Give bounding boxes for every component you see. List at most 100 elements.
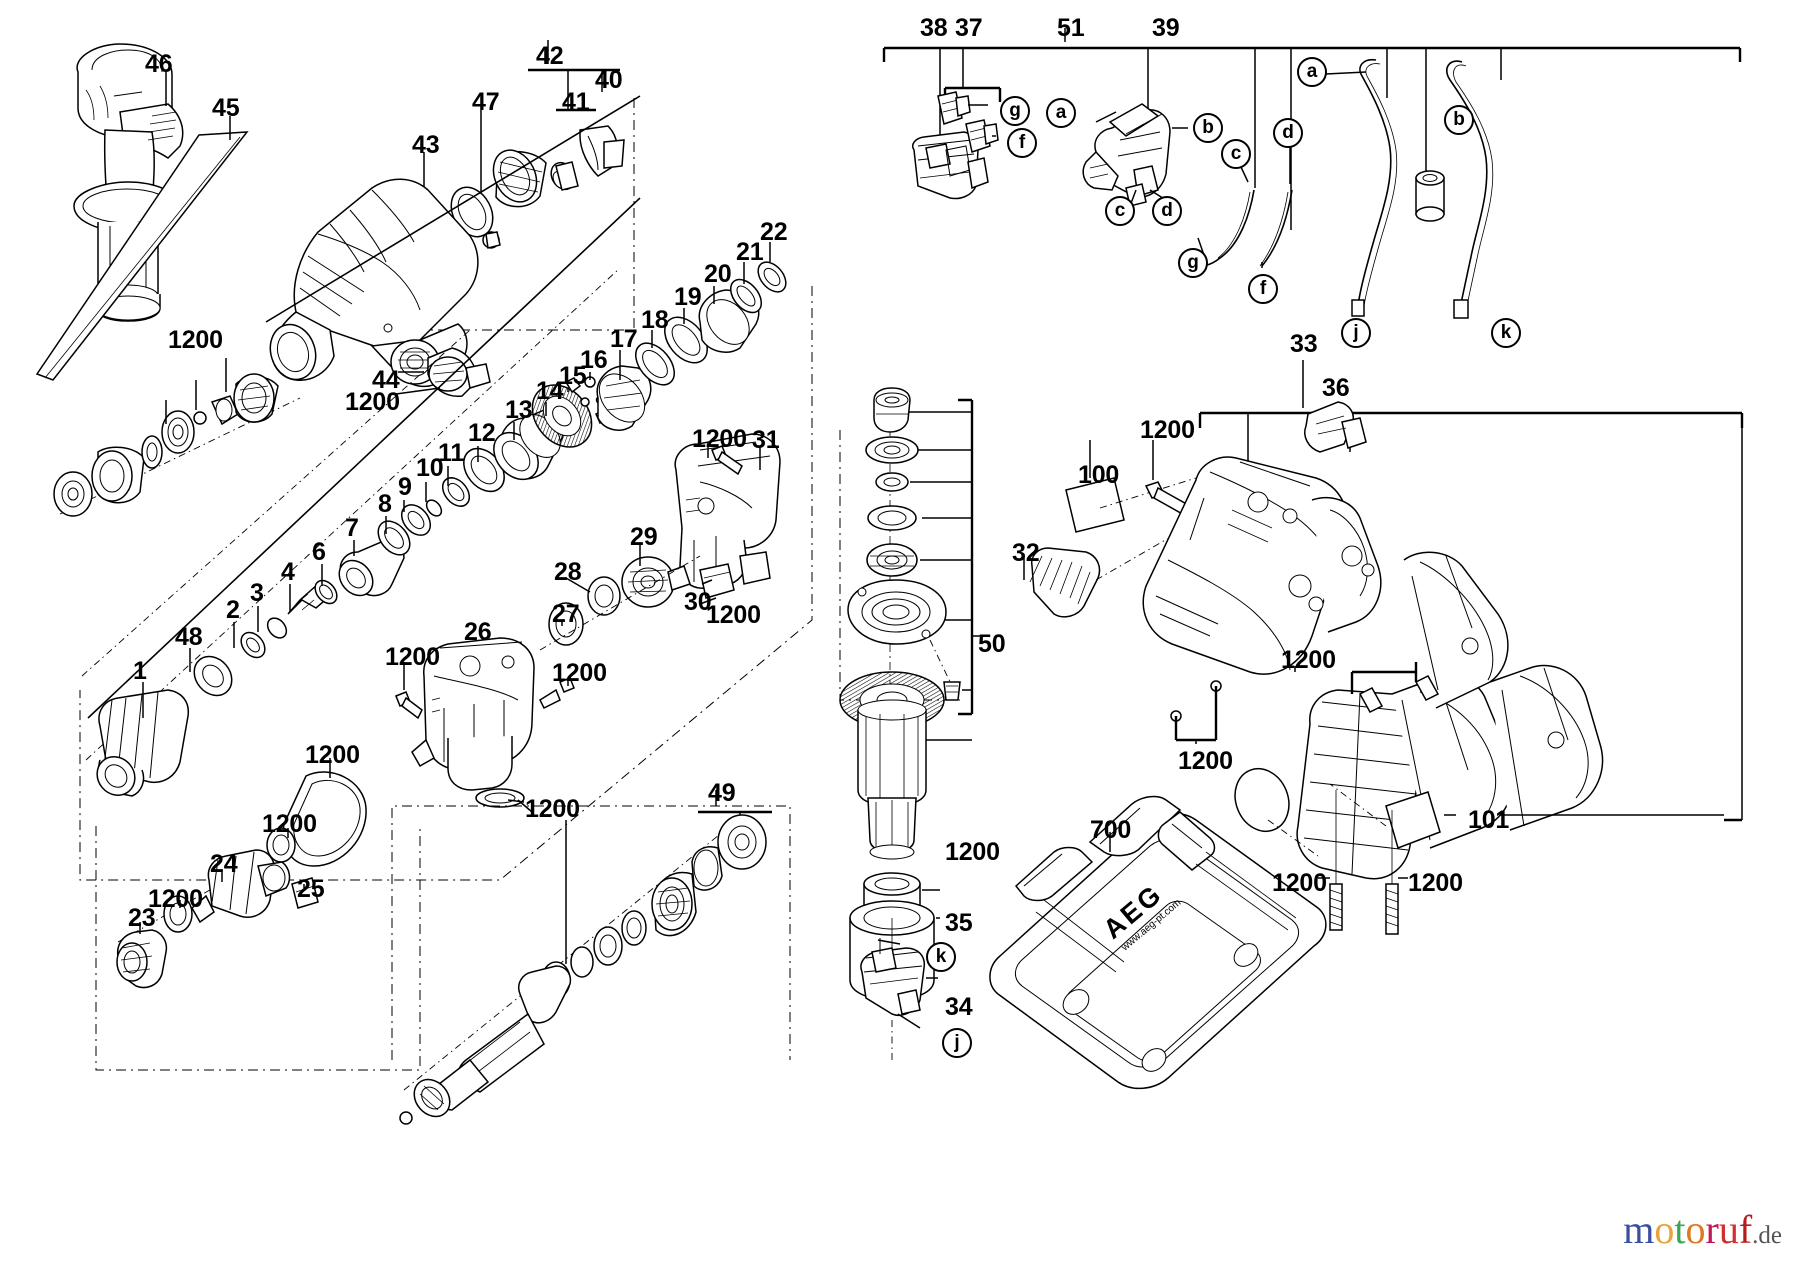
callout-35: 35 [945, 909, 973, 937]
part-3-ring [266, 617, 288, 639]
part-50-cap [873, 387, 911, 433]
part-seal-ring-101 [1234, 768, 1290, 832]
part-27-ring [548, 602, 584, 646]
part-44-knob [427, 347, 491, 397]
callout-45: 45 [212, 94, 240, 122]
letter-callout-a1: a [1046, 98, 1076, 128]
callout-24: 24 [210, 850, 238, 878]
callout-1200-o: 1200 [1408, 869, 1463, 897]
wire-b-long [1446, 60, 1494, 319]
callout-29: 29 [630, 523, 658, 551]
callout-18: 18 [641, 306, 669, 334]
callout-7: 7 [345, 514, 359, 542]
part-26-crank-housing [411, 637, 535, 808]
watermark-letter-o2: o [1685, 1207, 1706, 1252]
part-seal-f [233, 373, 279, 423]
part-1200-screws-26 [395, 677, 575, 720]
callout-3: 3 [250, 579, 264, 607]
callout-4: 4 [281, 558, 295, 586]
callout-33: 33 [1290, 330, 1318, 358]
callout-700: 700 [1090, 816, 1132, 844]
bracket-51 [882, 28, 1742, 62]
callout-1200-a: 1200 [168, 326, 223, 354]
part-40-clamp [579, 125, 625, 177]
part-18-ring [635, 342, 675, 386]
part-101-housing-half [1296, 551, 1604, 880]
letter-callout-f2: f [1248, 274, 1278, 304]
callout-1200-p: 1200 [945, 838, 1000, 866]
callout-25: 25 [297, 875, 325, 903]
part-101-label [1385, 791, 1441, 849]
callout-37: 37 [955, 14, 983, 42]
letter-callout-f1: f [1007, 128, 1037, 158]
part-700-case: AEG www.aeg-pt.com [989, 795, 1327, 1090]
part-1200-screws-housing [1170, 680, 1222, 742]
part-47-ring [450, 186, 494, 238]
group-1200-left [53, 358, 301, 517]
callout-15: 15 [559, 362, 587, 390]
part-1-piston [96, 689, 190, 797]
callout-1200-f: 1200 [552, 659, 607, 687]
part-1200-long-screws [1329, 790, 1399, 935]
callout-12: 12 [468, 419, 496, 447]
part-32-brush [1029, 547, 1101, 618]
callout-22: 22 [760, 218, 788, 246]
part-seal-b [91, 446, 145, 504]
part-2-ring [240, 631, 266, 659]
part-1200-pins [1350, 662, 1440, 713]
callout-9: 9 [398, 473, 412, 501]
callout-1200-g: 1200 [305, 741, 360, 769]
callout-1200-m: 1200 [1281, 646, 1336, 674]
part-50-washer-1 [875, 472, 909, 492]
part-28-ring [587, 576, 621, 616]
part-23-nut [116, 929, 168, 989]
part-100-label-plate [1065, 477, 1125, 533]
part-21-ring [729, 278, 763, 314]
callout-1200-d: 1200 [706, 601, 761, 629]
part-seal-a [53, 471, 93, 517]
part-31-housing [674, 433, 781, 589]
part-50-bearing-1 [865, 436, 919, 464]
watermark-letter-o1: o [1654, 1207, 1675, 1252]
part-24-shaft [191, 849, 291, 924]
callout-1200-h: 1200 [262, 810, 317, 838]
letter-callout-b2: b [1444, 105, 1474, 135]
part-gasket [282, 771, 367, 867]
part-sleeve-d [1415, 170, 1445, 222]
axis-main-1b [81, 329, 471, 677]
watermark-letter-f: f [1738, 1207, 1753, 1252]
part-25-block [291, 877, 319, 909]
part-17-disc [596, 365, 652, 431]
part-33-motor-housing [1142, 456, 1382, 675]
part-50-armature [839, 671, 945, 860]
callout-6: 6 [312, 538, 326, 566]
part-9-ring [400, 504, 432, 536]
callout-44: 44 [372, 366, 400, 394]
callout-23: 23 [128, 904, 156, 932]
part-12-ring [463, 447, 505, 493]
part-10-ring [425, 499, 443, 517]
part-49-flange [651, 871, 697, 937]
callout-10: 10 [416, 454, 444, 482]
callout-21: 21 [736, 238, 764, 266]
callout-1200-e: 1200 [385, 643, 440, 671]
callout-50: 50 [978, 630, 1006, 658]
axis-main-1 [85, 267, 621, 761]
callout-40: 40 [595, 66, 623, 94]
site-watermark: motoruf.de [1623, 1210, 1782, 1250]
callout-19: 19 [674, 283, 702, 311]
callout-1200-i: 1200 [148, 885, 203, 913]
part-48-washer [193, 655, 233, 697]
part-30-block [699, 563, 735, 599]
callout-48: 48 [175, 623, 203, 651]
letter-callout-a2: a [1297, 57, 1327, 87]
callout-36: 36 [1322, 374, 1350, 402]
callout-51: 51 [1057, 14, 1085, 42]
callout-100: 100 [1078, 461, 1120, 489]
letter-callout-c1: c [1221, 139, 1251, 169]
part-50-washer-2 [867, 505, 917, 531]
part-36-knob [1304, 401, 1367, 453]
part-49-disc [717, 814, 767, 870]
callout-43: 43 [412, 131, 440, 159]
